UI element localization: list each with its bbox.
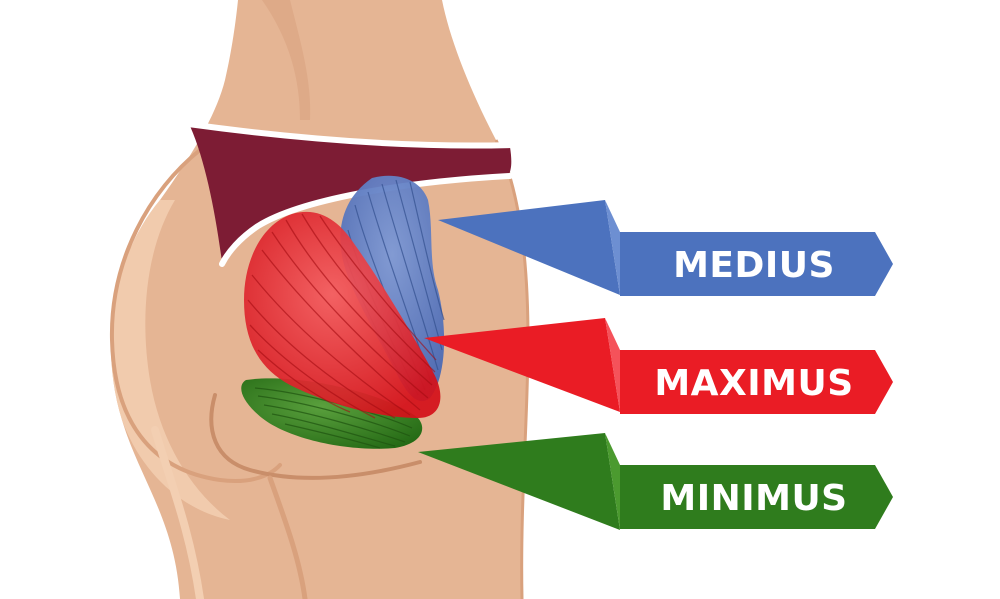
minimus-label: MINIMUS [660,478,847,519]
medius-label: MEDIUS [673,245,835,286]
maximus-label: MAXIMUS [654,363,853,404]
